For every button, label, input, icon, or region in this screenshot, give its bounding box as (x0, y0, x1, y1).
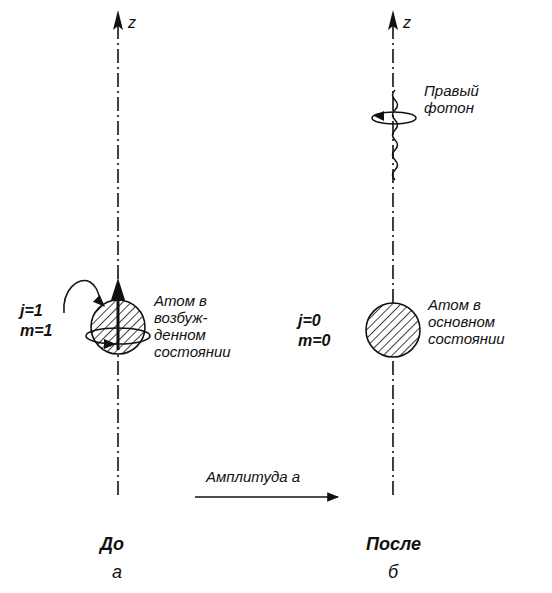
panel-title: После (366, 534, 421, 555)
axis-label: z (403, 14, 411, 32)
axis-label: z (128, 14, 136, 32)
quantum-number: j=1 (20, 302, 43, 320)
state-note: Атом в основном состоянии (428, 296, 528, 347)
panel-letter: б (388, 562, 398, 583)
excited-atom (64, 278, 150, 354)
quantum-number: m=1 (20, 322, 52, 340)
panel-letter: a (112, 562, 122, 583)
transition-arrow (195, 496, 338, 498)
quantum-number: m=0 (298, 332, 330, 350)
photon (372, 90, 416, 180)
quantum-number: j=0 (298, 312, 321, 330)
ground-atom (366, 303, 420, 357)
state-note: Атом в возбуж- денном состоянии (154, 292, 254, 360)
panel-title: До (100, 534, 124, 555)
z-axis (113, 10, 123, 495)
photon-label: Правый фотон (424, 82, 494, 116)
amplitude-label: Амплитуда a (206, 468, 300, 485)
z-axis (388, 10, 398, 495)
